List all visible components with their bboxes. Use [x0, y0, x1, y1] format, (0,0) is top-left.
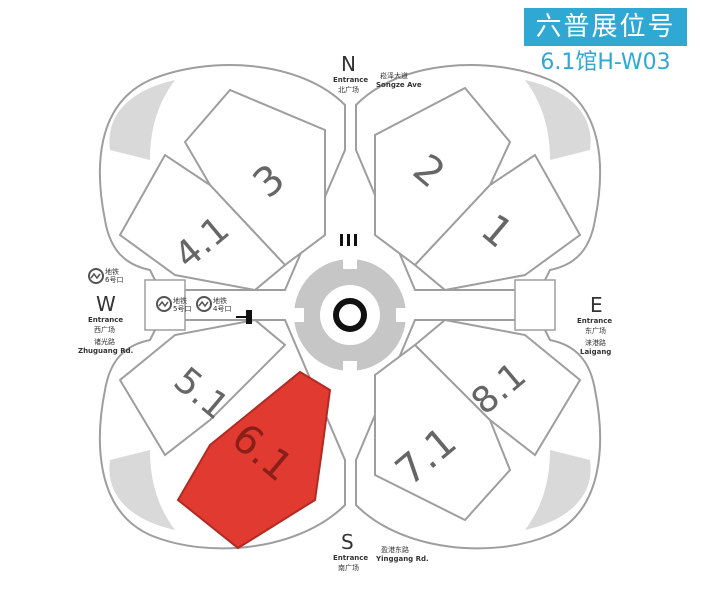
corner-shade-sw — [109, 450, 175, 530]
corner-shade-ne — [525, 80, 591, 160]
north-letter: N — [341, 52, 356, 76]
west-road-cn: 诸光路 — [94, 338, 115, 346]
metro-mid-line2: 5号口 — [173, 305, 192, 313]
west-letter: W — [96, 292, 116, 316]
central-plaza — [290, 255, 410, 375]
south-letter: S — [341, 530, 354, 554]
east-plaza: 东广场 — [585, 327, 606, 335]
south-entrance: Entrance — [333, 554, 369, 562]
corner-shade-nw — [109, 80, 175, 160]
south-road-cn: 盈港东路 — [381, 546, 409, 554]
metro-left-line1: 地铁 — [105, 268, 119, 276]
east-entrance: Entrance — [577, 317, 613, 325]
south-plaza: 南广场 — [338, 564, 359, 572]
hall-8-1[interactable] — [413, 318, 582, 457]
east-road-cn: 涞港路 — [585, 339, 606, 347]
east-road-en: Laigang — [580, 348, 612, 356]
west-marker-icon — [236, 310, 252, 324]
hall-1[interactable] — [413, 153, 582, 292]
metro-left-line2: 6号口 — [105, 276, 124, 284]
hall-4-1[interactable] — [118, 153, 287, 292]
west-road-en: Zhuguang Rd. — [78, 347, 134, 355]
booth-number: 6.1馆H-W03 — [540, 50, 671, 75]
metro-right-line1: 地铁 — [213, 297, 227, 305]
corner-shade-se — [525, 450, 591, 530]
east-letter: E — [590, 293, 603, 317]
west-plaza: 西广场 — [94, 326, 115, 334]
north-entrance: Entrance — [333, 76, 369, 84]
metro-mid-icon — [156, 296, 172, 312]
metro-right-icon — [196, 296, 212, 312]
wing-east — [514, 279, 556, 331]
north-road-cn: 崧泽大道 — [380, 72, 408, 80]
north-road-en: Songze Ave — [376, 81, 422, 89]
metro-mid-line1: 地铁 — [173, 297, 187, 305]
booth-title-badge: 六普展位号 — [524, 8, 687, 46]
metro-right-line2: 4号口 — [213, 305, 232, 313]
north-gate-icon — [340, 234, 357, 246]
north-plaza: 北广场 — [338, 86, 359, 94]
west-entrance: Entrance — [88, 316, 124, 324]
south-road-en: Yinggang Rd. — [376, 555, 429, 563]
metro-left-icon — [88, 268, 104, 284]
hall-5-1[interactable] — [118, 318, 287, 457]
hall-6-1[interactable] — [176, 370, 332, 550]
